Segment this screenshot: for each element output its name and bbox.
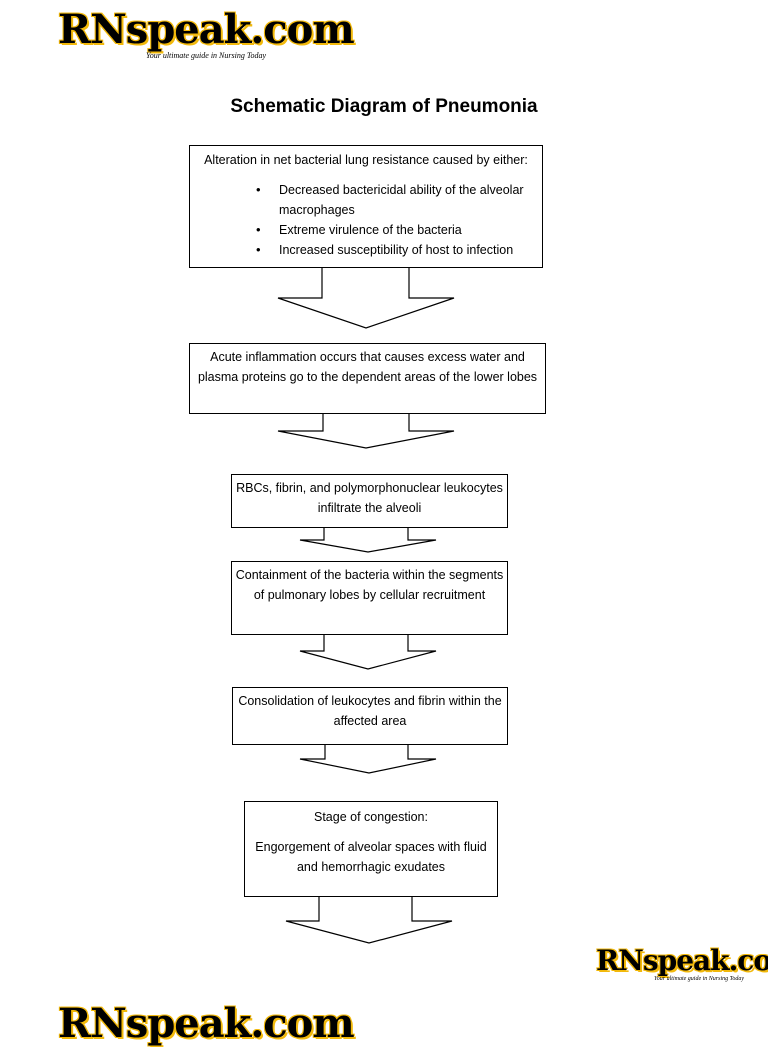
logo-next-page: RNspeak.com (58, 1000, 355, 1047)
logo-tagline: Your ultimate guide in Nursing Today (654, 976, 745, 982)
step-1-bullet: Increased susceptibility of host to infe… (256, 240, 542, 260)
arrow-down-3 (299, 528, 437, 553)
step-1-lead: Alteration in net bacterial lung resista… (204, 153, 528, 167)
logo-footer: RNspeak.com Your ultimate guide in Nursi… (596, 944, 768, 983)
arrow-down-6 (285, 897, 453, 944)
arrow-down-5 (299, 745, 437, 774)
step-6-heading: Stage of congestion: (314, 810, 428, 824)
logo-top: RNspeak.com Your ultimate guide in Nursi… (58, 6, 355, 61)
logo-text: RNspeak.com (596, 944, 768, 977)
step-2-box: Acute inflammation occurs that causes ex… (189, 343, 546, 414)
logo-text: RNspeak.com (58, 6, 355, 53)
logo-tagline: Your ultimate guide in Nursing Today (146, 51, 267, 60)
step-1-box: Alteration in net bacterial lung resista… (189, 145, 543, 268)
step-4-box: Containment of the bacteria within the s… (231, 561, 508, 635)
logo-text: RNspeak.com (58, 1000, 355, 1047)
step-6-box: Stage of congestion: Engorgement of alve… (244, 801, 498, 897)
step-5-box: Consolidation of leukocytes and fibrin w… (232, 687, 508, 745)
step-3-box: RBCs, fibrin, and polymorphonuclear leuk… (231, 474, 508, 528)
step-1-bullet-list: Decreased bactericidal ability of the al… (190, 180, 542, 260)
step-1-bullet: Extreme virulence of the bacteria (256, 220, 542, 240)
step-1-bullet: Decreased bactericidal ability of the al… (256, 180, 542, 220)
step-6-detail: Engorgement of alveolar spaces with flui… (255, 840, 487, 874)
arrow-down-4 (299, 635, 437, 670)
step-5-text: Consolidation of leukocytes and fibrin w… (238, 694, 502, 728)
step-2-text: Acute inflammation occurs that causes ex… (197, 350, 538, 384)
step-4-text: Containment of the bacteria within the s… (235, 568, 504, 602)
step-3-text: RBCs, fibrin, and polymorphonuclear leuk… (236, 481, 503, 515)
arrow-down-1 (277, 268, 455, 329)
diagram-title: Schematic Diagram of Pneumonia (230, 96, 538, 117)
arrow-down-2 (277, 414, 455, 449)
